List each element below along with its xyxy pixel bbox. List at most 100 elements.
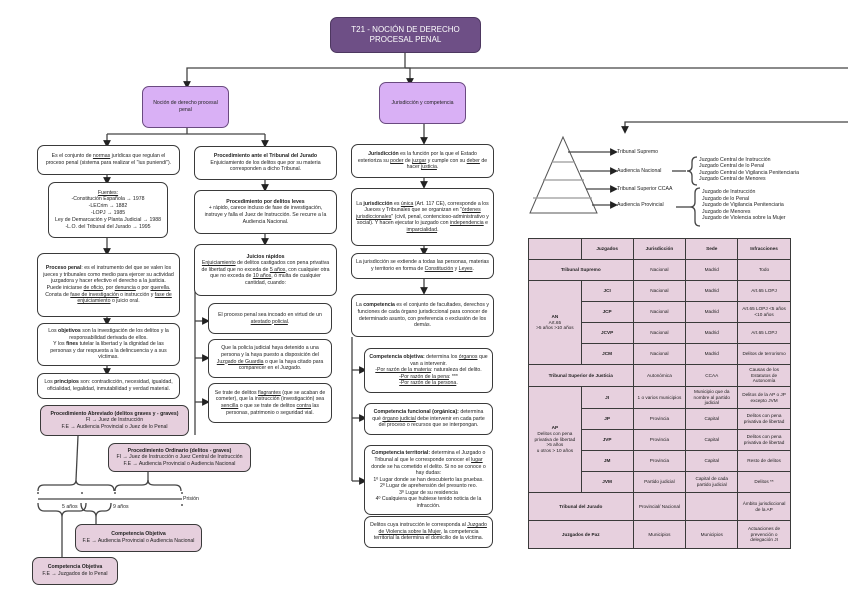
connector-line [621, 121, 848, 134]
table-cell: Capital [685, 450, 739, 472]
tribunal-jurado-box: Procedimiento ante el Tribunal del Jurad… [194, 146, 337, 180]
brace [114, 479, 182, 492]
juzgado-item: Juzgado de lo Penal [702, 195, 750, 202]
territorial-item: 1º Lugar donde se han descubierto las pr… [373, 476, 484, 483]
rapidos-title: Juicios rápidos [246, 253, 285, 260]
table-cell: Madrid [685, 259, 739, 281]
table-cell: Delitos con pena privativa de libertad [737, 408, 791, 430]
table-cell: Art.65 LOPJ [737, 280, 791, 302]
table-header: Jurisdicción [632, 238, 687, 260]
competencia-fe: F.E → Audiencia Provincial o Audiencia N… [82, 538, 195, 544]
table-cell: Madrid [685, 301, 739, 323]
territorial-item: 4º Cualquiera que hubiese tenido noticia… [375, 496, 482, 510]
table-cell: JVP [580, 429, 634, 451]
pyramid-level-an: Audiencia Nacional [617, 168, 662, 174]
table-cell: JP [580, 408, 634, 430]
title-text: T21 - NOCIÓN DE DERECHO PROCESAL PENAL [351, 25, 460, 44]
table-header: Juzgados [580, 238, 634, 260]
objetivos-box: Los objetivos son la investigación de lo… [37, 323, 180, 366]
table-cell: Delitos con pena privativa de libertad [737, 429, 791, 451]
condicion-text: Se trate de delitos flagrantes (que se a… [214, 389, 326, 416]
connector-line [183, 67, 405, 89]
fuentes-title: Fuentes: [97, 189, 119, 196]
table-row: JVM Partido judicial Capital de cada par… [529, 471, 791, 493]
fuente-item: -L.O. del Tribunal del Jurado → 1995 [65, 223, 151, 230]
rapidos-text: Enjuiciamiento de delitos castigados con… [201, 260, 330, 286]
procedure-title: Procedimiento Ordinario (delitos - grave… [127, 447, 232, 454]
table-cell: JVM [580, 471, 634, 493]
procedure-fi: FI → Juez de Instrucción [85, 417, 144, 424]
table-cell: Nacional [632, 280, 687, 302]
table-cell: Capital [685, 408, 739, 430]
table-row: JCM Nacional Madrid Delitos de terrorism… [529, 343, 791, 365]
table-cell: Art.65 LOPJ <5 años <10 años [737, 301, 791, 323]
competencia-objetiva-box-2: Competencia Objetiva F.E → Juzgados de l… [32, 557, 118, 585]
jurisdiccion-text: Jurisdicción es la función por la que el… [357, 151, 488, 171]
juzgado-item: Juzgado de Vigilancia Penitenciaria [702, 202, 784, 209]
competencia-def-box: La competencia es el conjunto de faculta… [351, 294, 494, 337]
branch-label: Jurisdicción y competencia [391, 99, 454, 106]
brace [689, 187, 701, 227]
leves-text: + rápido, carece incluso de fase de inve… [204, 205, 327, 225]
table-row: JCP Nacional Madrid Art.65 LOPJ <5 años … [529, 301, 791, 323]
timeline-tick [81, 492, 83, 494]
jurisdiccion-extiende-box: La jurisdicción se extiende a todas las … [351, 253, 494, 279]
timeline-tick [114, 492, 116, 494]
definition-box: Es el conjunto de normas jurídicas que r… [37, 145, 180, 175]
timeline-tick [37, 492, 39, 494]
timeline-tick [181, 492, 183, 494]
jurado-text: Enjuiciamiento de los delitos que por su… [210, 159, 321, 173]
table-header-row: Juzgados Jurisdicción Sede Infracciones [528, 238, 791, 260]
pyramid-level-tsj: Tribunal Superior CCAA [617, 186, 673, 192]
juzgado-item: Juzgado Central de Instrucción [699, 157, 771, 163]
table-cell: Autonómica [632, 364, 687, 387]
timeline-label-5: 5 años [62, 504, 78, 510]
table-cell: Nacional [632, 322, 687, 344]
table-row: Tribunal Supremo Nacional Madrid Todo [528, 259, 791, 281]
leves-title: Procedimiento por delitos leves [226, 198, 305, 205]
pyramid [529, 135, 598, 214]
table-row: Tribunal Superior de Justicia Autonómica… [528, 364, 791, 387]
table-cell: Municipios [632, 520, 687, 549]
condicion-flagrantes-box: Se trate de delitos flagrantes (que se a… [208, 383, 332, 423]
table-row: JM Provincia Capital Resto de delitos [529, 450, 791, 472]
unica-text: La jurisdicción es única (Art. 117 CE), … [356, 200, 489, 233]
table-cell: JCI [580, 280, 634, 302]
table-cell: Madrid [685, 280, 739, 302]
table-cell: JCVP [580, 322, 634, 344]
table-cell: JM [580, 450, 634, 472]
table-cell: Capital de cada partido judicial [685, 471, 739, 493]
procedure-fe: F.E → Audiencia Provincial o Juez de lo … [61, 423, 168, 430]
ap-juzgados-list: Juzgado de Instrucción Juzgado de lo Pen… [702, 189, 786, 222]
table-cell: JI [580, 386, 634, 409]
objetiva-persona: -Por razón de la persona. [399, 380, 458, 387]
table-cell: Provincial/ Nacional [632, 492, 687, 521]
table-header: Sede [685, 238, 739, 260]
juzgado-item: Juzgado Central de lo Penal [699, 163, 765, 170]
juzgado-item: Juzgado Central de Vigilancia Penitencia… [699, 169, 799, 176]
condicion-atestado-box: El proceso penal sea incoado en virtud d… [208, 303, 332, 334]
table-cell: Causas de los Estatutos de Autonomía [737, 364, 791, 387]
table-cell: Madrid [685, 343, 739, 365]
competencia-funcional-box: Competencia funcional (orgánica): determ… [364, 403, 493, 435]
competencia-title: Competencia Objetiva [47, 564, 103, 571]
table-header: Infracciones [737, 238, 791, 260]
timeline-tick [181, 504, 183, 506]
juzgado-item: Juzgado de Menores [702, 208, 751, 215]
table-row: JCVP Nacional Madrid Art.65 LOPJ [529, 322, 791, 344]
table-cell: Tribunal del Jurado [528, 492, 634, 521]
delitos-leves-box: Procedimiento por delitos leves + rápido… [194, 190, 337, 234]
table-cell: Provincia [632, 408, 687, 430]
branch-label: Noción de derecho procesal penal [153, 100, 218, 113]
competencia-title: Competencia Objetiva [111, 531, 166, 538]
brace [37, 479, 115, 492]
table-row: Juzgados de Paz Municipios Municipios Ac… [528, 520, 791, 549]
violencia-box: Delitos cuya instrucción le corresponda … [364, 516, 493, 548]
objetiva-pena: -Por razón de la pena: *** [399, 373, 458, 380]
table-cell [685, 492, 739, 521]
competencia-objetiva-box: Competencia objetiva: determina los órga… [364, 348, 493, 393]
branch-nocion: Noción de derecho procesal penal [142, 86, 229, 128]
table-cell: CCAA [685, 364, 739, 387]
